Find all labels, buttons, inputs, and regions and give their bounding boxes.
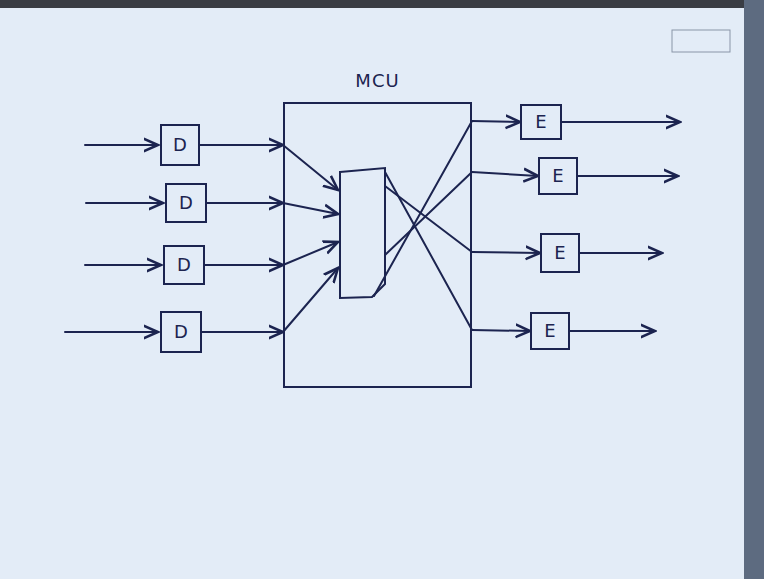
signal-connector: [472, 121, 520, 122]
unit-heading: MCU: [285, 70, 470, 92]
box-letter: E: [552, 166, 563, 186]
input-arrow: [85, 264, 161, 266]
input-arrow: [86, 202, 163, 204]
input-arrow: [85, 144, 158, 146]
output-arrow: [578, 175, 678, 177]
decoder-box: D: [160, 124, 200, 166]
signal-connector: [200, 144, 283, 146]
mixer-output: [374, 121, 472, 296]
mixer-input: [283, 145, 338, 190]
encoder-box: E: [538, 157, 578, 195]
signal-connector: [205, 264, 283, 266]
stamp: [672, 30, 730, 52]
mixer-output: [385, 172, 472, 255]
signal-connector: [472, 330, 530, 331]
right-edge: [744, 0, 764, 579]
mcu-box: MCU: [283, 102, 472, 388]
box-letter: E: [544, 321, 555, 341]
signal-connector: [472, 172, 538, 176]
input-arrow: [65, 331, 158, 333]
mixer-input: [283, 242, 338, 265]
mixer-input: [283, 203, 338, 214]
mixer-output: [385, 172, 472, 330]
mixer-box: [340, 168, 385, 298]
signal-connector: [202, 331, 283, 333]
decoder-box: D: [163, 245, 205, 285]
box-letter: D: [173, 135, 187, 155]
signal-connector: [207, 202, 283, 204]
mixer-input: [283, 268, 338, 332]
encoder-box: E: [530, 312, 570, 350]
output-arrow: [570, 330, 655, 332]
encoder-box: E: [540, 233, 580, 273]
top-edge: [0, 0, 764, 8]
encoder-box: E: [520, 104, 562, 140]
box-letter: E: [535, 112, 546, 132]
decoder-box: D: [160, 311, 202, 353]
decoder-box: D: [165, 183, 207, 223]
box-letter: D: [177, 255, 191, 275]
box-letter: E: [554, 243, 565, 263]
output-arrow: [580, 252, 662, 254]
box-letter: D: [179, 193, 193, 213]
box-letter: D: [174, 322, 188, 342]
output-arrow: [562, 121, 680, 123]
signal-connector: [472, 252, 540, 253]
